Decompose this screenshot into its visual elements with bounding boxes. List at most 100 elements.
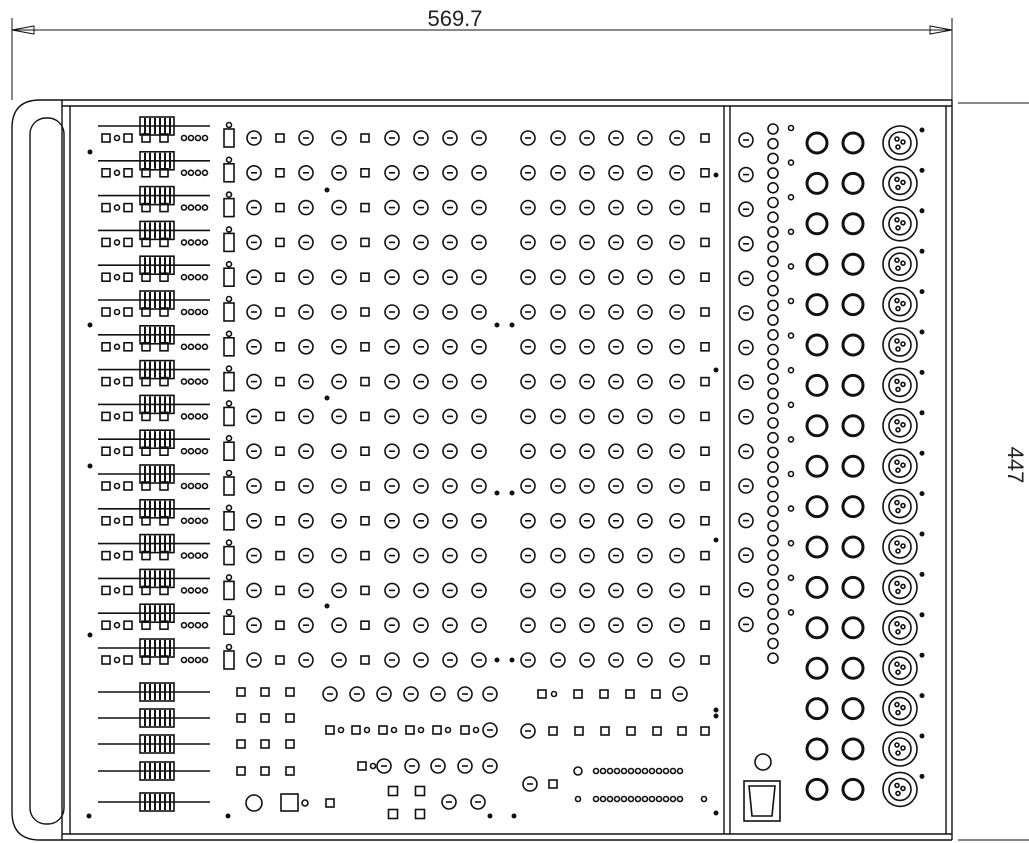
side-handle-inner: [29, 117, 65, 825]
knob: [384, 512, 400, 529]
switch: [260, 687, 270, 697]
led: [187, 378, 195, 385]
knob: [331, 408, 347, 425]
side-handle-outer: [11, 99, 62, 841]
led: [225, 643, 233, 651]
knob: [669, 478, 685, 494]
led: [787, 124, 795, 132]
switch: [141, 550, 151, 561]
knob: [384, 547, 400, 564]
switch: [574, 726, 584, 736]
output-jack: [841, 616, 865, 640]
knob: [413, 338, 429, 355]
led: [201, 447, 209, 455]
led: [225, 226, 233, 233]
switch: [141, 307, 151, 317]
output-jack: [841, 697, 865, 721]
output-jack: [805, 131, 829, 155]
knob: [520, 234, 536, 251]
screw: [919, 369, 925, 375]
meter-ring: [767, 152, 779, 165]
meter-ring: [767, 520, 779, 532]
screw: [87, 149, 93, 155]
switch: [123, 168, 133, 178]
xlr-pin: [895, 467, 901, 474]
led: [787, 193, 795, 201]
switch: [123, 411, 133, 422]
knob: [413, 408, 429, 425]
switch: [101, 202, 111, 213]
led: [369, 762, 377, 770]
knob: [669, 547, 685, 564]
switch: [141, 376, 151, 387]
fader-cap: [139, 394, 175, 415]
knob: [520, 652, 536, 668]
led: [187, 447, 195, 455]
xlr-pin: [894, 459, 900, 466]
switch: [101, 620, 111, 631]
meter-ring: [767, 314, 779, 326]
screw: [713, 172, 719, 178]
pan-switch: [223, 336, 235, 357]
fader-cap: [139, 708, 175, 728]
switch: [700, 446, 710, 457]
screw: [919, 127, 925, 133]
switch: [275, 272, 285, 283]
switch: [285, 739, 295, 749]
main-power-rocker: [748, 785, 776, 817]
knob: [442, 130, 458, 146]
output-jack: [841, 373, 865, 397]
knob: [384, 234, 400, 251]
switch: [123, 655, 133, 665]
led: [194, 552, 202, 559]
screw: [87, 632, 93, 638]
switch: [652, 726, 662, 736]
switch: [700, 515, 710, 526]
knob: [298, 338, 314, 355]
pan-switch: [223, 650, 235, 670]
xlr-connector-inner: [888, 737, 912, 761]
meter-ring: [767, 358, 779, 371]
knob: [246, 338, 262, 355]
knob: [637, 547, 653, 564]
led: [787, 228, 795, 236]
xlr-pin: [894, 620, 900, 627]
led: [180, 273, 188, 281]
switch: [700, 272, 710, 283]
knob: [738, 201, 754, 217]
fader-cap: [139, 682, 175, 702]
switch: [285, 687, 295, 697]
switch: [625, 689, 635, 699]
knob: [471, 652, 487, 668]
meter-ring: [767, 123, 779, 135]
knob: [298, 373, 314, 390]
led: [225, 434, 233, 442]
knob: [331, 512, 347, 529]
knob: [579, 582, 595, 599]
knob: [413, 443, 429, 460]
switch: [123, 237, 133, 248]
knob: [669, 617, 685, 634]
knob: [520, 338, 536, 355]
knob: [579, 617, 595, 634]
knob: [738, 616, 754, 633]
knob: [384, 478, 400, 494]
switch: [236, 739, 246, 749]
knob: [246, 478, 262, 494]
output-jack: [805, 535, 829, 559]
knob: [246, 582, 262, 599]
led: [194, 656, 202, 664]
led: [187, 482, 195, 490]
led: [201, 134, 209, 142]
meter-ring: [767, 593, 779, 606]
meter-ring: [767, 549, 779, 562]
switch: [285, 766, 295, 776]
switch: [236, 687, 246, 697]
meter-ring: [767, 196, 779, 209]
pan-switch: [223, 406, 235, 427]
xlr-connector-inner: [888, 333, 912, 357]
fader-cap: [139, 533, 175, 554]
switch: [460, 725, 470, 735]
output-jack: [841, 252, 865, 276]
